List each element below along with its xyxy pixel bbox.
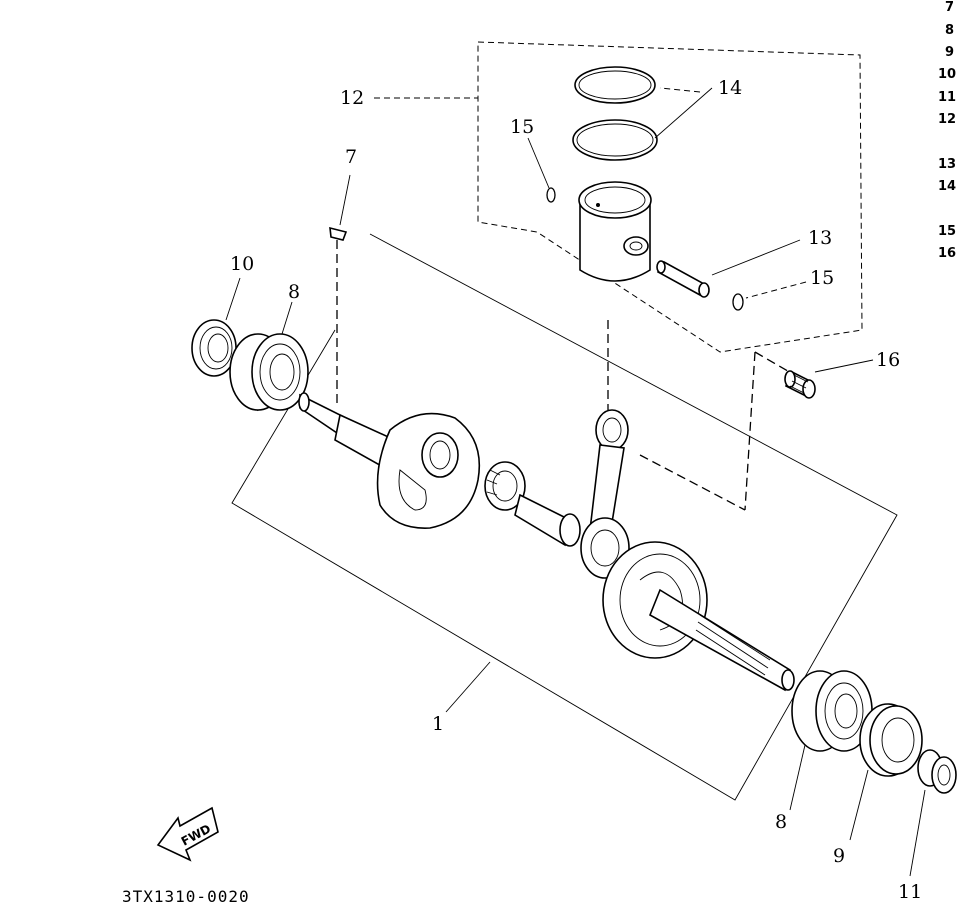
piston-set-boundary [477, 41, 863, 353]
callout-12: 12 [340, 87, 364, 109]
crankshaft-left-half [298, 392, 481, 529]
crankshaft-right-half [602, 541, 795, 692]
bearing-right [791, 670, 873, 752]
leader-15b [745, 281, 807, 299]
circlip-left [546, 187, 556, 203]
small-end-bearing [784, 370, 816, 399]
connecting-rod [580, 409, 630, 579]
bearing-left [229, 333, 309, 412]
piston-pin [656, 260, 710, 298]
callout-16: 16 [876, 349, 900, 371]
leader-9 [849, 769, 869, 841]
callout-15-left: 15 [510, 116, 534, 138]
leader-7 [339, 174, 351, 226]
callout-14: 14 [718, 77, 742, 99]
woodruff-key [329, 226, 348, 241]
legend-number-12: 12 [938, 112, 956, 127]
legend-number-16: 16 [938, 246, 956, 261]
piston-ring-top-inner [578, 70, 652, 100]
crank-pin-bearing [484, 461, 526, 511]
guide-line-bearing16 [744, 351, 756, 511]
crankshaft-assembly-boundary [231, 233, 898, 801]
leader-14-top [659, 87, 701, 93]
guide-line-rod-bearing [639, 454, 746, 511]
collar [917, 749, 957, 794]
callout-9: 9 [833, 845, 845, 867]
oil-seal-right [859, 703, 923, 777]
legend-number-13: 13 [938, 157, 956, 172]
figure-code: 3TX1310-0020 [122, 887, 250, 906]
callout-15-right: 15 [810, 267, 834, 289]
oil-seal-left [191, 319, 237, 377]
legend-number-10: 10 [938, 67, 956, 82]
leader-16 [814, 359, 874, 373]
fwd-arrow-icon: FWD [156, 806, 219, 862]
legend-number-column: 7 8 9 10 11 12 13 14 15 16 [938, 0, 956, 261]
legend-number-15: 15 [938, 224, 956, 239]
legend-number-11: 11 [938, 90, 956, 105]
legend-number-7: 7 [945, 0, 954, 15]
leader-13 [711, 239, 801, 276]
leader-14 [654, 87, 713, 139]
piston-ring-second [572, 119, 658, 161]
callout-1: 1 [432, 713, 444, 735]
callout-8-right: 8 [775, 811, 787, 833]
callout-11: 11 [898, 881, 922, 903]
callout-13: 13 [808, 227, 832, 249]
leader-11 [909, 789, 926, 877]
piston-ring-second-inner [576, 123, 654, 157]
crank-pin [514, 493, 581, 547]
callout-10: 10 [230, 253, 254, 275]
callout-8-left: 8 [288, 281, 300, 303]
piston-ring-top [574, 66, 656, 104]
legend-number-8: 8 [945, 23, 954, 38]
leader-10 [225, 277, 241, 321]
piston [578, 181, 652, 282]
legend-number-14: 14 [938, 179, 956, 194]
circlip-right [732, 293, 744, 311]
callout-7: 7 [345, 146, 357, 168]
legend-number-9: 9 [945, 45, 954, 60]
leader-8a [281, 301, 293, 335]
leader-1 [445, 661, 491, 713]
leader-15a [527, 137, 550, 189]
leader-8b [789, 744, 806, 811]
